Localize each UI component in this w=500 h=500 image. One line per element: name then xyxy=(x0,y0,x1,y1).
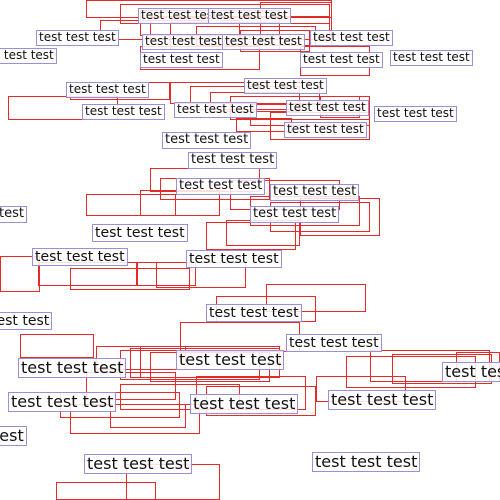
label: test test xyxy=(0,312,53,331)
label: test test test xyxy=(174,102,257,118)
label: test test test xyxy=(32,248,128,267)
label: test test test xyxy=(442,362,500,383)
label: test test test xyxy=(270,184,360,201)
label: test test test xyxy=(186,250,282,269)
label: test test test xyxy=(140,52,223,68)
label: test test test xyxy=(208,8,291,24)
label: test test test xyxy=(176,178,266,195)
label: test test test xyxy=(18,358,127,379)
red-box xyxy=(206,222,296,250)
label: test test test xyxy=(162,132,252,149)
red-box xyxy=(86,194,176,216)
red-box xyxy=(70,268,190,290)
label: test test test xyxy=(312,452,421,473)
red-box xyxy=(266,284,366,312)
red-box xyxy=(56,482,156,500)
label: test test test xyxy=(66,82,149,98)
label: test test test xyxy=(244,78,327,94)
label: test xyxy=(0,426,27,447)
label: test test test xyxy=(374,106,457,122)
label: test test test xyxy=(222,34,305,50)
red-box xyxy=(0,256,40,292)
label: test test test xyxy=(0,48,57,64)
label: test test test xyxy=(310,30,393,46)
label: test xyxy=(0,206,27,223)
label: test test test xyxy=(300,52,383,68)
label: test test test xyxy=(142,34,225,50)
label: test test test xyxy=(206,304,302,323)
label: test test test xyxy=(250,206,340,223)
label: test test test xyxy=(36,30,119,46)
label: test test test xyxy=(328,390,437,411)
label: test test test xyxy=(190,394,299,415)
label: test test test xyxy=(390,50,473,66)
label: test test test xyxy=(84,454,193,475)
label: test test test xyxy=(176,350,285,371)
label: test test test xyxy=(8,392,117,413)
label: test test test xyxy=(138,8,221,24)
red-box xyxy=(110,404,186,428)
label: test test test xyxy=(188,152,278,169)
label: test test test xyxy=(286,100,369,116)
label: test test test xyxy=(82,104,165,120)
label: test test test xyxy=(284,122,367,138)
red-box xyxy=(86,372,176,400)
label: test test test xyxy=(92,224,188,243)
label: test test test xyxy=(286,334,382,353)
red-box xyxy=(20,334,94,358)
